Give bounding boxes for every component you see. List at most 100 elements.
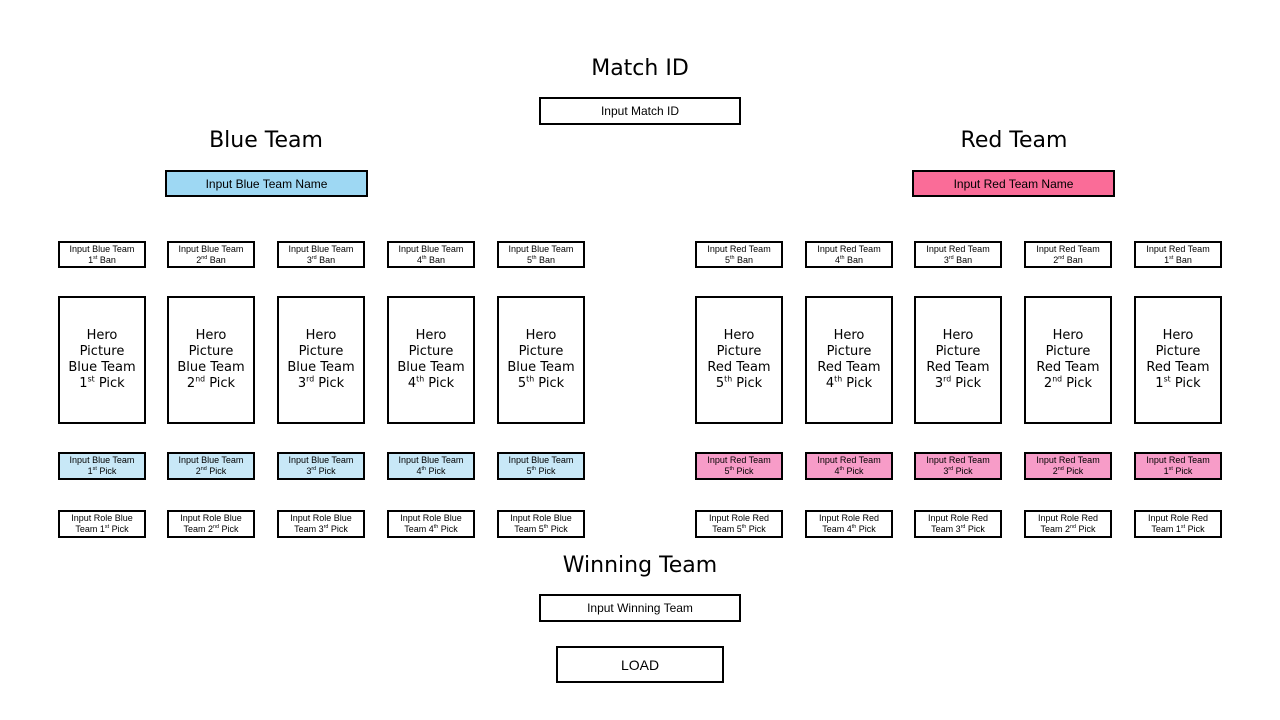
box-label-tail: Pick [965,524,985,534]
hero-label-ordinal: 1 [1155,376,1164,391]
box-label-line: Input Red Team [1036,243,1100,254]
box-label-tail: Ban [97,254,116,265]
ordinal-suffix: th [840,254,845,261]
box-label-tail: Pick [1063,466,1084,476]
hero-label-tail: Pick [732,376,763,391]
box-label-tail: Ban [1173,254,1192,265]
ordinal-suffix: th [526,374,535,384]
red-team-name-input[interactable]: Input Red Team Name [912,170,1115,197]
box-label-tail: Pick [438,524,458,534]
hero-label-ordinal: 5 [517,376,527,391]
blue-team-name-input[interactable]: Input Blue Team Name [165,170,368,197]
ordinal-suffix: st [87,374,95,384]
box-label-ordinal: 1 [88,254,94,265]
hero-label-ordinal: 4 [407,376,417,391]
box-label-ordinal: Team 1 [75,524,105,534]
hero-label-ordinal: 1 [79,376,88,391]
box-label-line: Input Role Red [818,513,880,523]
ordinal-suffix: th [421,466,426,472]
match-id-title: Match ID [591,56,689,81]
hero-label-line: Hero [305,328,337,343]
hero-label-line: Blue Team [397,360,465,375]
box-label-line: Input Role Blue [400,513,462,523]
box-label-line: Input Blue Team [398,243,464,254]
hero-label-line: Picture [518,344,564,359]
box-label-line: Input Blue Team [288,455,354,465]
hero-label-tail: Pick [424,376,455,391]
box-label-line: Input Red Team [926,243,990,254]
load-button[interactable]: LOAD [556,646,724,683]
box-label-line: Input Red Team [707,243,771,254]
box-label-line: Input Role Red [708,513,770,523]
hero-label-line: Blue Team [507,360,575,375]
box-label-tail: Pick [96,466,117,476]
box-label-ordinal: Team 5 [712,524,742,534]
hero-label-line: Picture [298,344,344,359]
hero-label-line: Red Team [1146,360,1210,375]
ordinal-suffix: th [834,374,843,384]
blue-team-title: Blue Team [209,128,323,153]
ordinal-suffix: th [851,524,857,530]
ordinal-suffix: nd [200,466,207,472]
hero-label-line: Picture [188,344,234,359]
box-label-line: Input Role Blue [71,513,133,523]
box-label-ordinal: 5 [724,254,730,265]
box-label-tail: Pick [328,524,348,534]
ordinal-suffix: rd [306,374,315,384]
box-label-ordinal: 5 [724,466,730,476]
hero-label-tail: Pick [205,376,236,391]
box-label-line: Input Blue Team [288,243,354,254]
ordinal-suffix: th [724,374,733,384]
box-label-line: Input Red Team [707,455,771,465]
box-label-line: Input Role Blue [290,513,352,523]
box-label-ordinal: 4 [416,466,422,476]
ordinal-suffix: st [92,466,97,472]
winning-team-input[interactable]: Input Winning Team [539,594,741,622]
hero-label-tail: Pick [1062,376,1093,391]
match-id-input[interactable]: Input Match ID [539,97,741,125]
hero-label-line: Picture [826,344,872,359]
box-label-line: Input Blue Team [69,455,135,465]
box-label-ordinal: 1 [1164,254,1170,265]
